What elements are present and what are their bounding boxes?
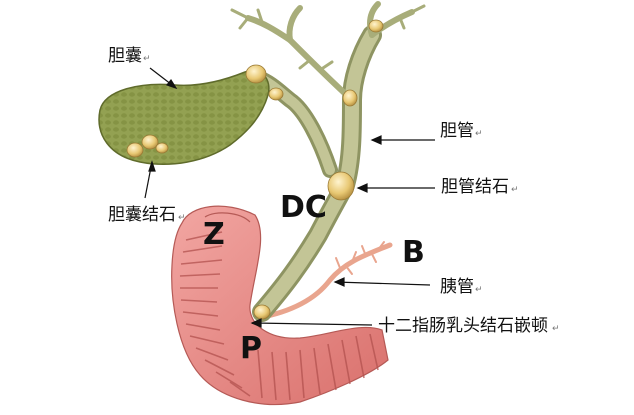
- return-mark-bile-duct-stone: ↵: [511, 185, 519, 195]
- label-gallbladder-stone: 胆囊结石: [108, 205, 176, 225]
- return-mark-ampullary-stone: ↵: [552, 324, 560, 334]
- label-bile-duct-stone: 胆管结石: [441, 177, 509, 197]
- letter-dc: DC: [280, 190, 327, 225]
- label-gallbladder: 胆囊: [108, 46, 142, 66]
- letter-p: P: [240, 331, 262, 366]
- gallbladder: [98, 69, 270, 165]
- return-mark-bile-duct: ↵: [475, 129, 483, 139]
- label-pancreatic-duct: 胰管: [440, 277, 474, 297]
- letter-z: Z: [203, 217, 225, 252]
- return-mark-gallbladder: ↵: [143, 54, 151, 64]
- stones: [126, 19, 384, 320]
- bile-duct: [230, 1, 426, 322]
- return-mark-pancreatic-duct: ↵: [475, 285, 483, 295]
- duodenum: [171, 205, 389, 406]
- return-mark-gallbladder-stone: ↵: [178, 213, 186, 223]
- label-bile-duct: 胆管: [440, 121, 474, 141]
- letter-b: B: [402, 235, 425, 270]
- pancreatic-duct: [255, 241, 393, 321]
- label-ampullary-stone: 十二指肠乳头结石嵌顿: [378, 316, 548, 336]
- pointer-lines: [144, 67, 435, 328]
